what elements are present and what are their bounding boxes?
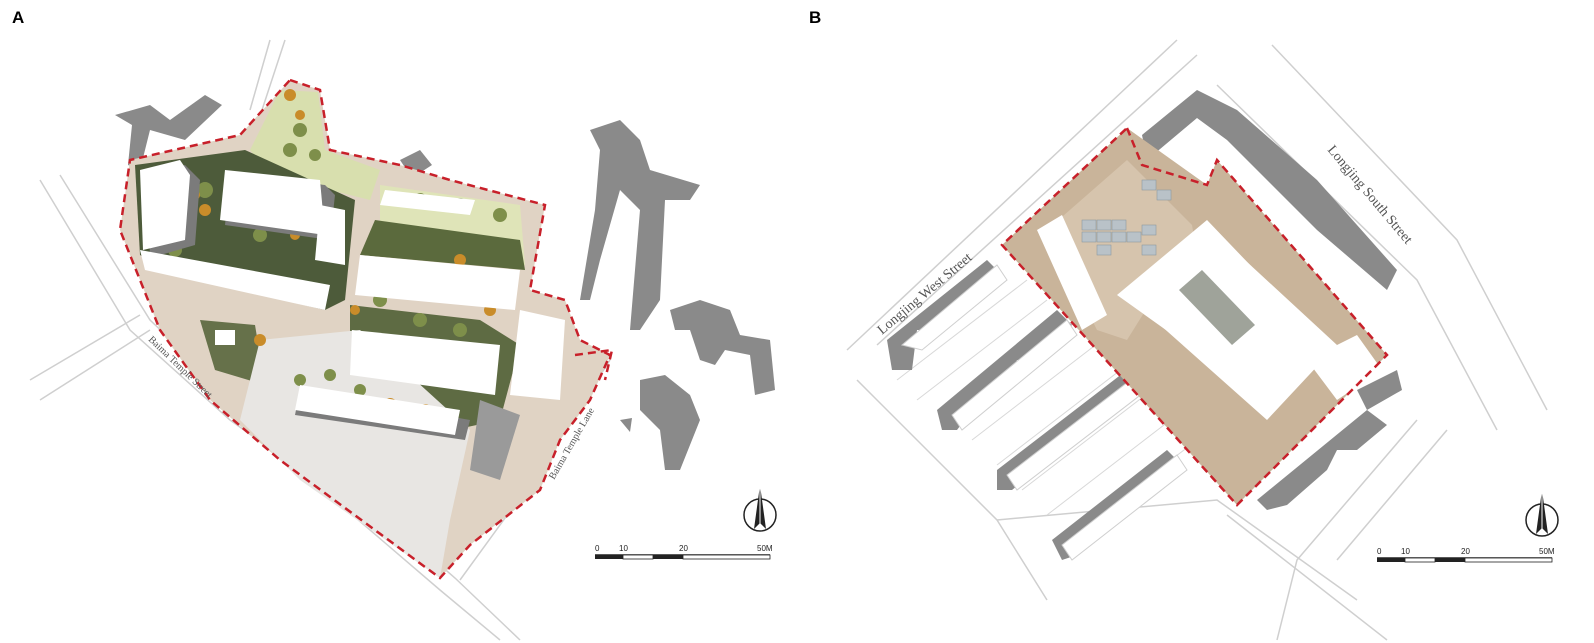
site-area-a — [120, 80, 610, 578]
site-plan-a: Baima Temple Street Baima Temple Lane 0 … — [29, 39, 777, 641]
panel-label-b: B — [809, 8, 822, 27]
panel-label-a: A — [12, 8, 25, 27]
scale-tick-50: 50M — [1539, 547, 1555, 556]
scale-tick-50: 50M — [757, 544, 773, 553]
map-panel-a: A — [12, 8, 777, 641]
north-arrow-icon — [1525, 490, 1559, 537]
scale-tick-20: 20 — [679, 544, 688, 553]
site-boundary-a — [118, 78, 612, 580]
scale-bar-b: 0 10 20 50M — [1377, 547, 1555, 563]
scale-tick-20: 20 — [1461, 547, 1470, 556]
surrounding-buildings-white — [900, 264, 1188, 561]
site-area-b — [1002, 128, 1387, 505]
site-plan-b: Longjing West Street Longjing South Stre… — [846, 39, 1559, 641]
map-panel-b: B — [797, 0, 1594, 643]
scale-tick-10: 10 — [619, 544, 628, 553]
scale-tick-10: 10 — [1401, 547, 1410, 556]
scale-tick-0: 0 — [1377, 547, 1382, 556]
site-boundary-b-west — [1000, 125, 1389, 507]
scale-tick-0: 0 — [595, 544, 600, 553]
scale-bar-a: 0 10 20 50M — [595, 544, 773, 560]
north-arrow-icon — [743, 485, 777, 532]
